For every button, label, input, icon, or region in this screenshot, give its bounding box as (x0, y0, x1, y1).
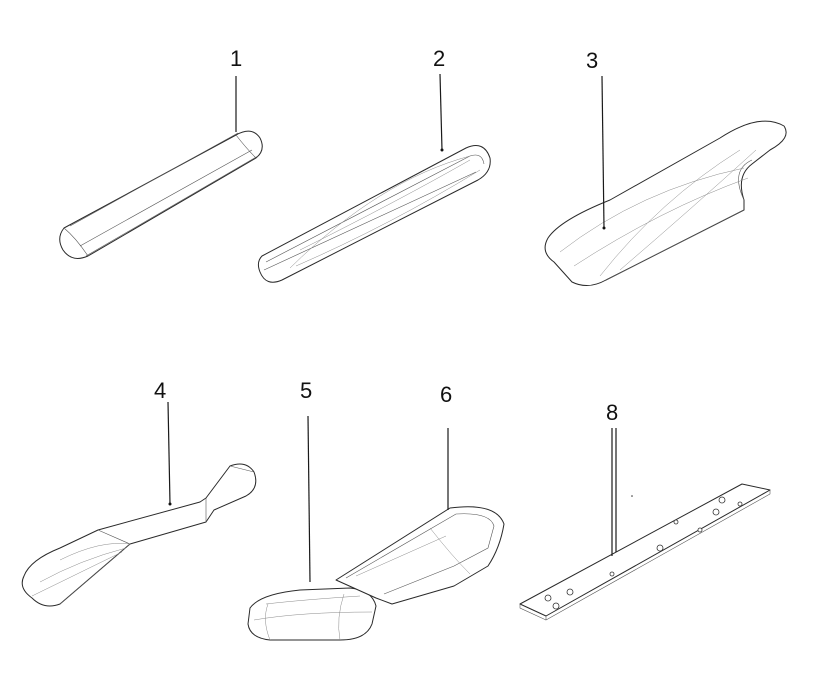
part-8-mounting-plate: 8 (519, 400, 771, 621)
callout-8: 8 (606, 400, 618, 425)
part-4-stepped-armrest: 4 (21, 378, 257, 607)
part-1-bar-pad: 1 (59, 46, 263, 259)
callout-6: 6 (440, 382, 452, 407)
callout-1: 1 (230, 46, 242, 71)
leader-line-4 (167, 401, 171, 505)
part-5-cushion-pad: 5 (247, 378, 377, 641)
leader-line-5 (307, 415, 311, 583)
part-3-contoured-pad: 3 (544, 48, 787, 286)
leader-line-2 (439, 73, 443, 151)
part-2-flat-pad: 2 (257, 46, 491, 283)
callout-2: 2 (433, 46, 445, 71)
callout-5: 5 (300, 378, 312, 403)
callout-4: 4 (154, 378, 166, 403)
leader-line-3 (601, 75, 605, 229)
part-6-tray-cover: 6 (335, 382, 505, 605)
callout-3: 3 (586, 48, 598, 73)
